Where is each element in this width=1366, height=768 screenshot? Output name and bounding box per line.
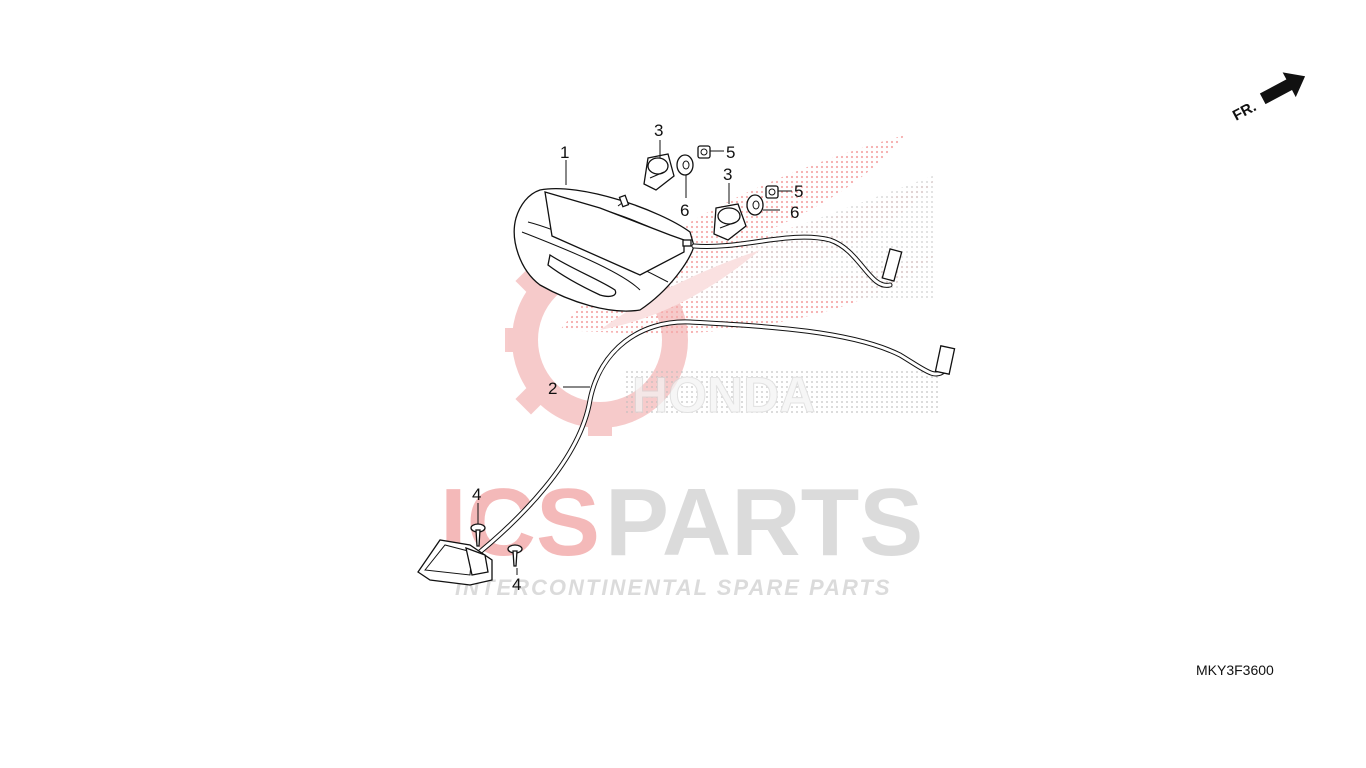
grommet-lower bbox=[713, 203, 747, 241]
callout-6-upper: 6 bbox=[680, 201, 689, 220]
callout-4-lower: 4 bbox=[512, 575, 521, 594]
screw-left bbox=[470, 523, 486, 547]
diagram-code: MKY3F3600 bbox=[1196, 662, 1274, 678]
license-light-harness bbox=[417, 319, 956, 586]
svg-text:HONDA: HONDA bbox=[632, 367, 815, 423]
callout-6-lower: 6 bbox=[790, 203, 799, 222]
arrow-icon bbox=[1259, 72, 1306, 105]
grommet-upper bbox=[643, 153, 675, 191]
honda-brand-watermark: HONDA bbox=[625, 367, 940, 424]
leader-lines bbox=[477, 140, 792, 575]
svg-text:FR.: FR. bbox=[1230, 98, 1259, 124]
callout-3-upper: 3 bbox=[654, 121, 663, 140]
callout-3-lower: 3 bbox=[723, 165, 732, 184]
svg-text:PARTS: PARTS bbox=[605, 469, 923, 576]
nut-upper bbox=[697, 145, 711, 159]
callout-2: 2 bbox=[548, 379, 557, 398]
callout-4-upper: 4 bbox=[472, 485, 481, 504]
front-direction-indicator: FR. bbox=[1230, 72, 1306, 124]
washer-upper bbox=[676, 154, 694, 176]
icsparts-logo-watermark: ICS PARTS INTERCONTINENTAL SPARE PARTS bbox=[440, 469, 923, 600]
callout-5-upper: 5 bbox=[726, 143, 735, 162]
tail-light-wire bbox=[691, 234, 903, 288]
tagline-watermark: INTERCONTINENTAL SPARE PARTS bbox=[455, 575, 892, 600]
callout-1: 1 bbox=[560, 143, 569, 162]
callout-labels: 1 2 3 3 4 4 5 5 6 6 bbox=[472, 121, 803, 594]
screw-right bbox=[507, 544, 523, 567]
washer-lower bbox=[746, 194, 764, 216]
callout-5-lower: 5 bbox=[794, 182, 803, 201]
tail-light-assembly bbox=[513, 188, 695, 312]
nut-lower bbox=[765, 185, 779, 199]
